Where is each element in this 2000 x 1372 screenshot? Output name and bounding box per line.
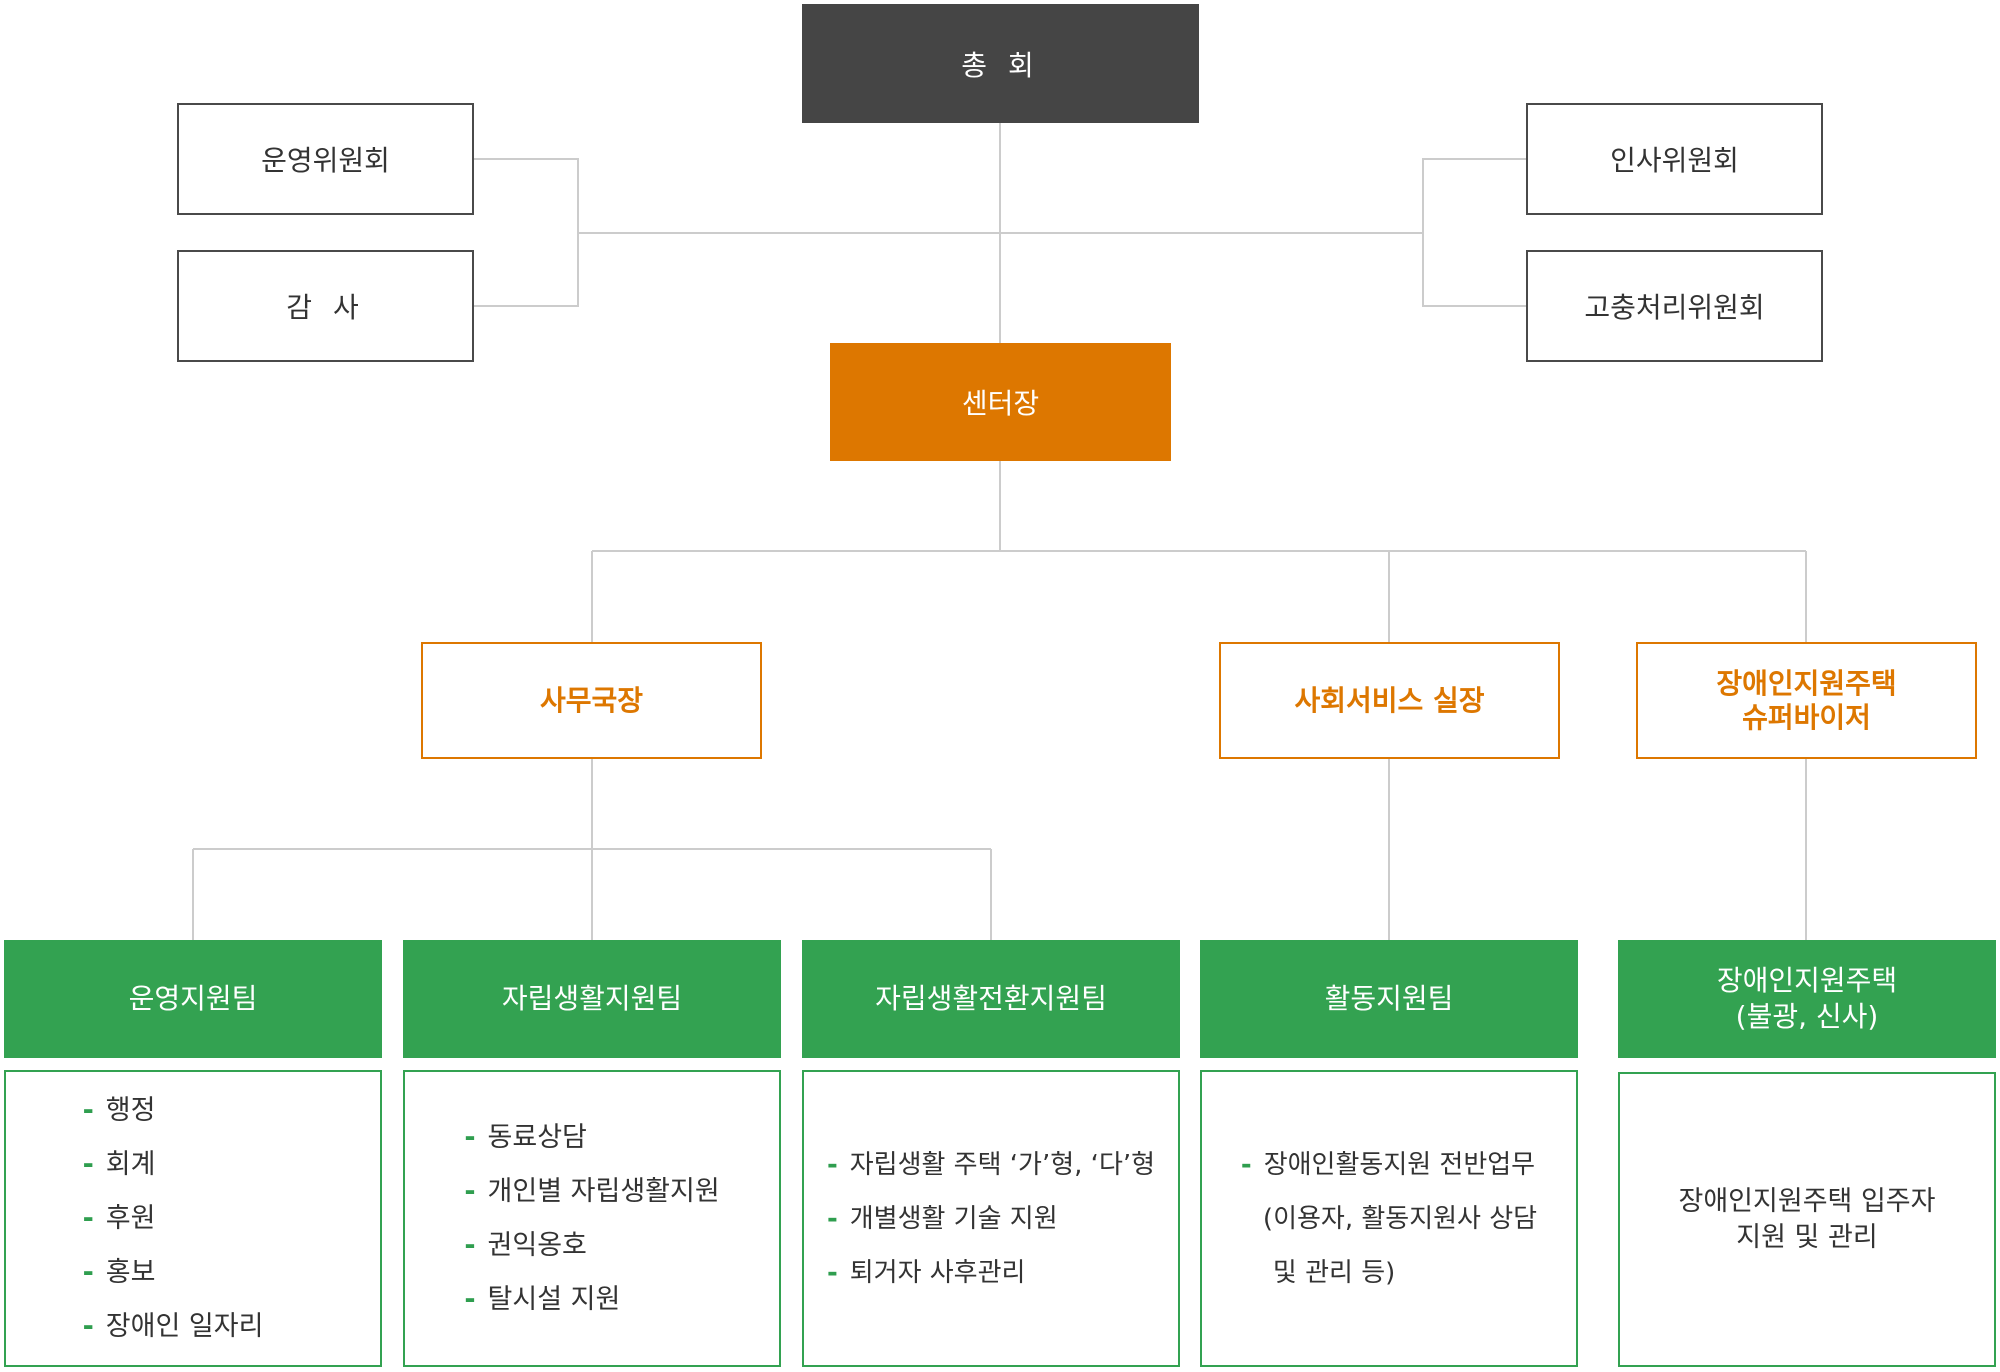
duty-list: -자립생활 주택 ‘가’형, ‘다’형 -개별생활 기술 지원 -퇴거자 사후관…	[827, 1138, 1155, 1300]
duty-item: -장애인활동지원 전반업무	[1241, 1138, 1537, 1192]
team-supported-housing-duties: 장애인지원주택 입주자 지원 및 관리	[1618, 1072, 1996, 1367]
team-supported-housing: 장애인지원주택 (불광, 신사)	[1618, 940, 1996, 1058]
duty-description: 장애인지원주택 입주자 지원 및 관리	[1679, 1184, 1936, 1256]
team-transition-support: 자립생활전환지원팀	[802, 940, 1180, 1058]
duty-item: -후원	[83, 1192, 264, 1246]
team-activity-support: 활동지원팀	[1200, 940, 1578, 1058]
personnel-committee-label: 인사위원회	[1610, 144, 1739, 177]
team-name-line-2: (불광, 신사)	[1735, 1000, 1879, 1033]
duty-item: -퇴거자 사후관리	[827, 1246, 1155, 1300]
duty-item: -동료상담	[464, 1111, 719, 1165]
duty-line: 장애인지원주택 입주자	[1678, 1185, 1936, 1217]
team-name: 활동지원팀	[1324, 982, 1454, 1015]
team-operations-support-duties: -행정 -회계 -후원 -홍보 -장애인 일자리	[4, 1070, 382, 1367]
director-label: 센터장	[961, 387, 1040, 420]
duty-item: -탈시설 지원	[464, 1273, 719, 1327]
dash-icon: -	[464, 1175, 476, 1207]
team-independent-living-support-duties: -동료상담 -개인별 자립생활지원 -권익옹호 -탈시설 지원	[403, 1070, 781, 1367]
dash-icon: -	[82, 1310, 94, 1342]
operations-committee-label: 운영위원회	[261, 144, 390, 177]
team-name-line-1: 장애인지원주택	[1716, 964, 1898, 997]
dash-icon: -	[826, 1203, 838, 1234]
duty-item: -회계	[83, 1138, 264, 1192]
audit-box: 감 사	[177, 250, 474, 362]
social-services-head-box: 사회서비스 실장	[1219, 642, 1560, 759]
duty-list: -장애인활동지원 전반업무 (이용자, 활동지원사 상담 및 관리 등)	[1241, 1138, 1537, 1300]
social-services-head-label: 사회서비스 실장	[1294, 683, 1485, 717]
duty-item: -자립생활 주택 ‘가’형, ‘다’형	[827, 1138, 1155, 1192]
grievance-committee-box: 고충처리위원회	[1526, 250, 1823, 362]
team-operations-support: 운영지원팀	[4, 940, 382, 1058]
housing-supervisor-label-1: 장애인지원주택	[1716, 666, 1897, 700]
general-assembly-label: 총 회	[961, 48, 1040, 82]
dash-icon: -	[82, 1202, 94, 1234]
duty-list: -행정 -회계 -후원 -홍보 -장애인 일자리	[83, 1084, 264, 1354]
general-assembly-box: 총 회	[802, 4, 1199, 123]
operations-committee-box: 운영위원회	[177, 103, 474, 215]
team-independent-living-support: 자립생활지원팀	[403, 940, 781, 1058]
duty-item: -권익옹호	[464, 1219, 719, 1273]
duty-line: 지원 및 관리	[1736, 1221, 1878, 1253]
director-box: 센터장	[830, 343, 1171, 461]
dash-icon: -	[82, 1256, 94, 1288]
duty-item: 및 관리 등)	[1272, 1257, 1396, 1288]
duty-list: -동료상담 -개인별 자립생활지원 -권익옹호 -탈시설 지원	[464, 1111, 719, 1327]
team-name: 자립생활지원팀	[501, 982, 683, 1015]
housing-supervisor-label-2: 슈퍼바이저	[1742, 700, 1871, 734]
grievance-committee-label: 고충처리위원회	[1584, 291, 1765, 324]
duty-item: -개인별 자립생활지원	[464, 1165, 719, 1219]
dash-icon: -	[82, 1094, 94, 1126]
dash-icon: -	[464, 1283, 476, 1315]
secretary-general-label: 사무국장	[539, 683, 644, 717]
team-name: 자립생활전환지원팀	[875, 982, 1107, 1015]
duty-item: -홍보	[83, 1246, 264, 1300]
dash-icon: -	[826, 1257, 838, 1288]
dash-icon: -	[464, 1229, 476, 1261]
team-name: 운영지원팀	[128, 982, 258, 1015]
duty-item: (이용자, 활동지원사 상담	[1262, 1203, 1538, 1234]
connector-right-committees	[1422, 158, 1526, 307]
team-transition-support-duties: -자립생활 주택 ‘가’형, ‘다’형 -개별생활 기술 지원 -퇴거자 사후관…	[802, 1070, 1180, 1367]
personnel-committee-box: 인사위원회	[1526, 103, 1823, 215]
dash-icon: -	[82, 1148, 94, 1180]
team-activity-support-duties: -장애인활동지원 전반업무 (이용자, 활동지원사 상담 및 관리 등)	[1200, 1070, 1578, 1367]
dash-icon: -	[464, 1121, 476, 1153]
dash-icon: -	[826, 1149, 838, 1180]
duty-item: -장애인 일자리	[83, 1300, 264, 1354]
housing-supervisor-box: 장애인지원주택 슈퍼바이저	[1636, 642, 1977, 759]
secretary-general-box: 사무국장	[421, 642, 762, 759]
dash-icon: -	[1240, 1149, 1252, 1180]
connector-left-committees	[474, 158, 579, 307]
audit-label: 감 사	[286, 291, 365, 324]
duty-item: -행정	[83, 1084, 264, 1138]
duty-item: -개별생활 기술 지원	[827, 1192, 1155, 1246]
